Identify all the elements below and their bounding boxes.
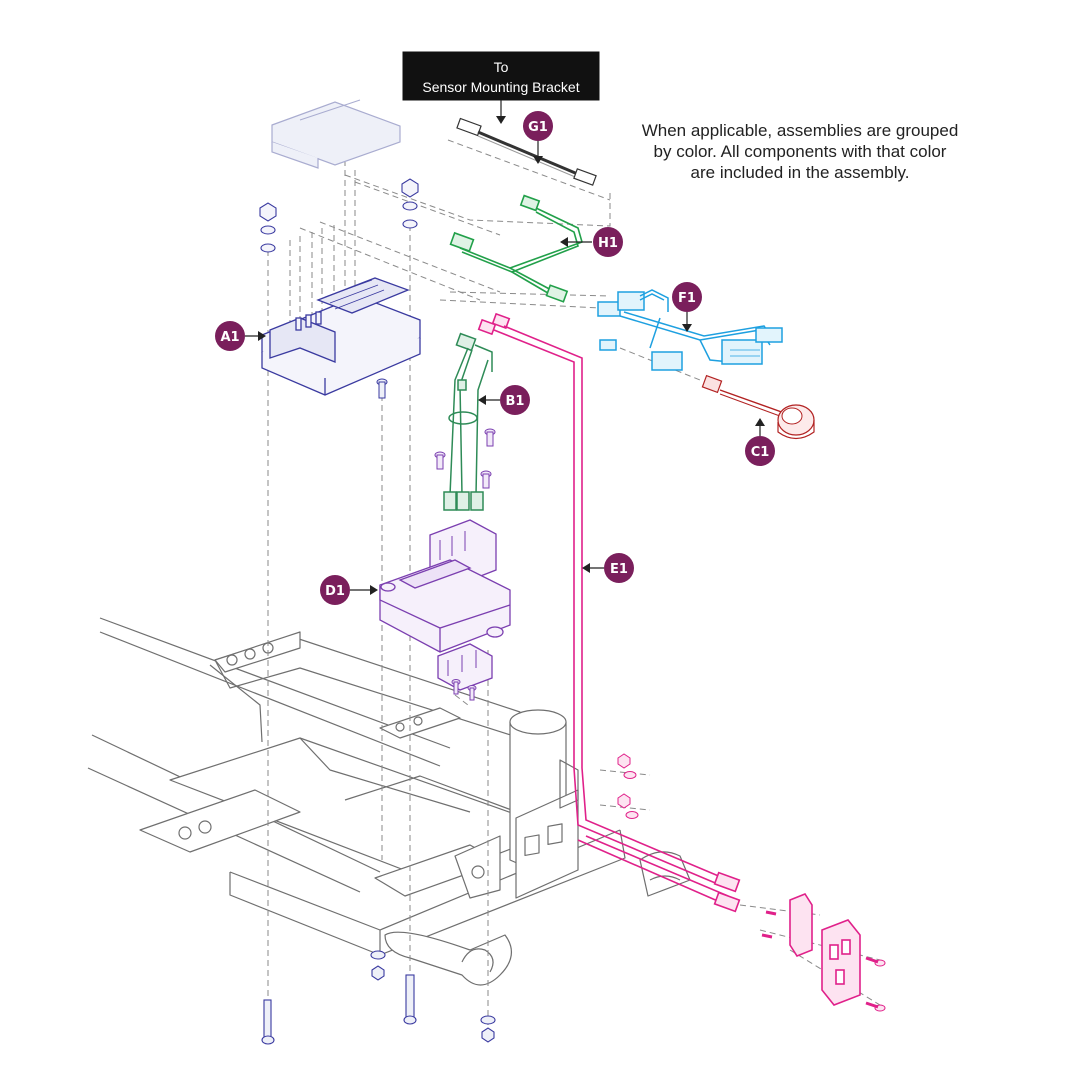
callout-f1: F1 xyxy=(672,282,702,332)
callout-a1: A1 xyxy=(215,321,266,351)
harness-e1 xyxy=(477,312,861,1006)
destination-line1: To xyxy=(494,59,509,75)
e1-hardware xyxy=(617,753,886,1012)
callout-d1-label: D1 xyxy=(325,584,345,599)
bracket-d1 xyxy=(379,519,511,691)
callout-h1: H1 xyxy=(560,227,623,257)
chassis-frame xyxy=(87,617,691,986)
callout-e1-label: E1 xyxy=(610,562,628,577)
callout-e1: E1 xyxy=(582,553,634,583)
harness-b1 xyxy=(443,332,493,511)
sensor-bracket-destination-label: To Sensor Mounting Bracket xyxy=(402,51,600,124)
note-line3: are included in the assembly. xyxy=(691,163,910,182)
b1-screws xyxy=(434,428,496,489)
callout-c1: C1 xyxy=(745,418,775,466)
frame-mount-hardware xyxy=(261,950,496,1045)
controller-cover xyxy=(271,99,401,169)
sensor-cable-g1 xyxy=(456,117,597,186)
callout-b1: B1 xyxy=(478,385,530,415)
destination-line2: Sensor Mounting Bracket xyxy=(422,79,579,95)
controller-a1 xyxy=(261,277,421,396)
callout-f1-label: F1 xyxy=(678,291,696,306)
note-line2: by color. All components with that color xyxy=(654,142,947,161)
callout-g1-label: G1 xyxy=(528,120,548,135)
callout-b1-label: B1 xyxy=(506,394,525,409)
d1-screws xyxy=(451,679,477,701)
controller-mount-hardware xyxy=(259,178,419,253)
callout-d1: D1 xyxy=(320,575,378,605)
callout-g1: G1 xyxy=(523,111,553,164)
buzzer-c1 xyxy=(701,374,815,440)
note-line1: When applicable, assemblies are grouped xyxy=(642,121,959,140)
harness-h1 xyxy=(449,194,583,303)
controller-screw xyxy=(376,378,388,399)
color-grouping-note: When applicable, assemblies are grouped … xyxy=(642,121,959,182)
callout-a1-label: A1 xyxy=(220,330,239,345)
callout-h1-label: H1 xyxy=(598,236,618,251)
callout-c1-label: C1 xyxy=(751,445,770,460)
harness-f1 xyxy=(597,289,783,371)
